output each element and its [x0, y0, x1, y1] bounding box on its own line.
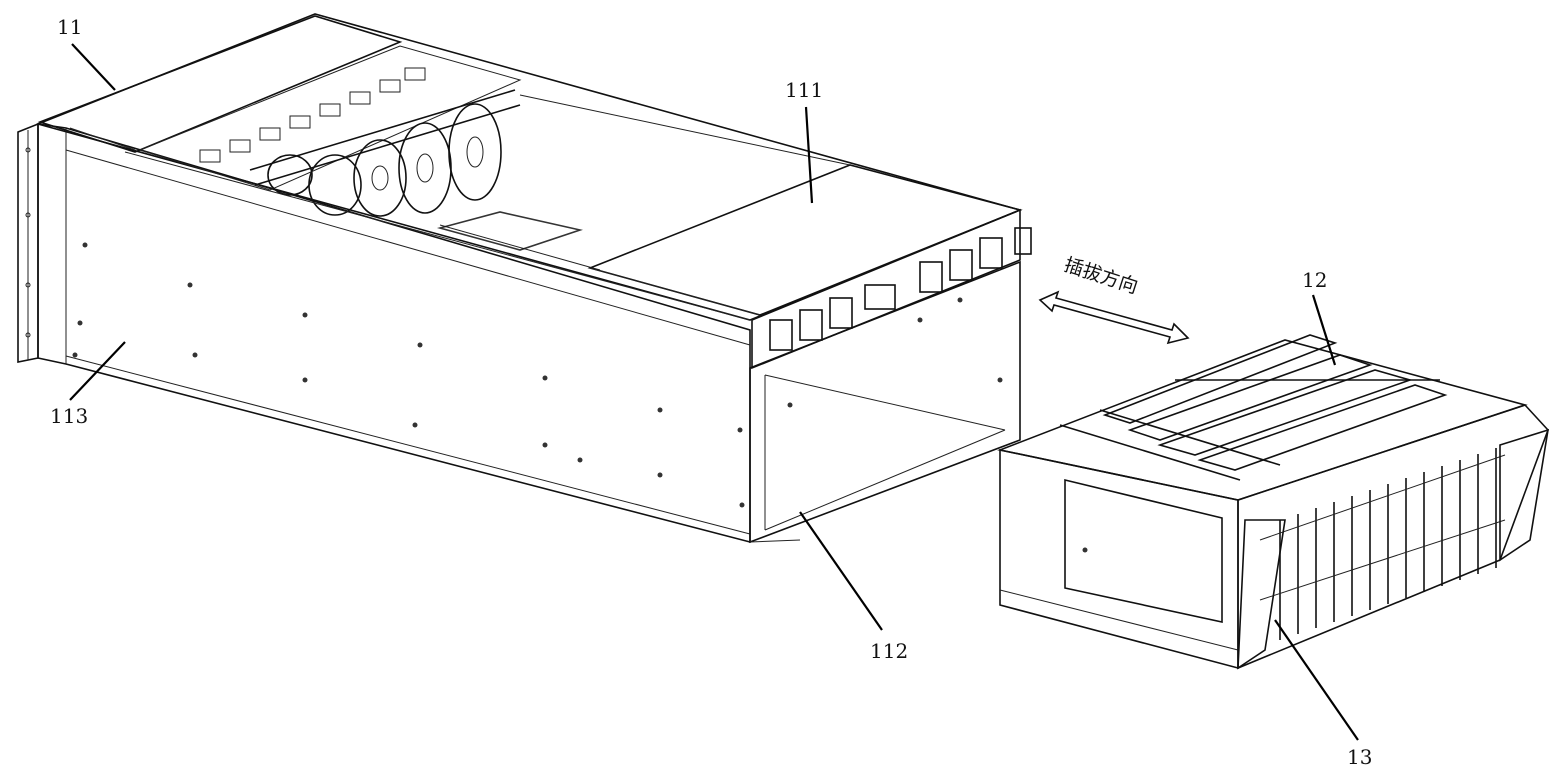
direction-label: 插拔方向 — [1061, 254, 1140, 298]
label-drive-array: 13 — [1347, 745, 1372, 769]
drive-sleds — [1259, 448, 1506, 640]
panel-screws — [72, 242, 745, 508]
label-chassis: 11 — [57, 15, 82, 39]
board-components — [199, 67, 426, 163]
label-top-cover: 111 — [785, 78, 823, 102]
insert-remove-arrow — [1038, 290, 1190, 345]
label-side-panel: 113 — [50, 404, 88, 428]
label-drive-cage: 12 — [1302, 268, 1327, 292]
fan-module — [249, 89, 521, 217]
drive-carriers — [1059, 334, 1448, 481]
label-bottom-plate: 112 — [870, 639, 908, 663]
rear-connectors — [769, 227, 1032, 351]
server-chassis — [17, 13, 1032, 544]
drive-cage — [997, 334, 1549, 670]
leader-lines — [69, 43, 1359, 741]
